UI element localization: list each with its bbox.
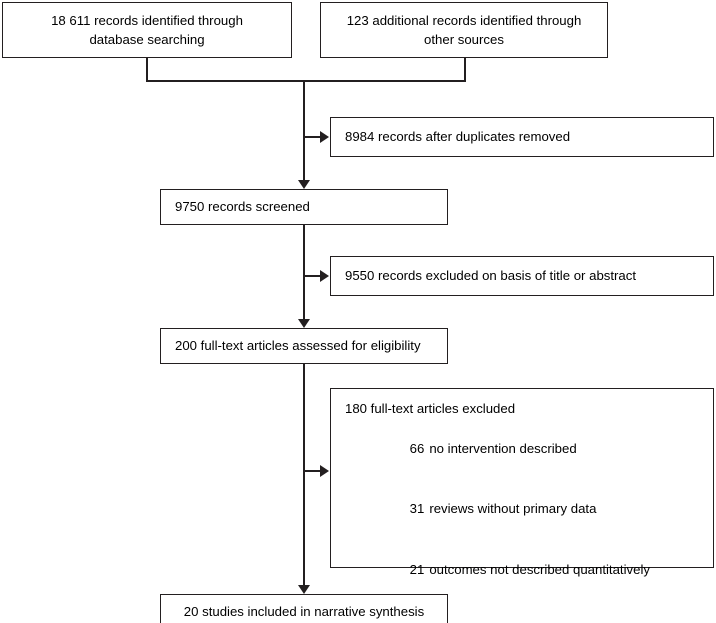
node-records-screened-label: 9750 records screened <box>175 199 310 215</box>
node-records-excluded-label: 9550 records excluded on basis of title … <box>345 268 637 284</box>
reason-count: 31 <box>409 501 425 517</box>
connector-trunk-3 <box>303 364 305 586</box>
connector-branch-excluded <box>303 275 323 277</box>
connector-branch-fulltext-excluded <box>303 470 323 472</box>
connector-branch-duplicates <box>303 136 323 138</box>
connector-database-stem <box>146 58 148 80</box>
reason-count: 21 <box>409 561 425 577</box>
arrow-to-records-excluded <box>320 270 329 282</box>
connector-trunk-2 <box>303 225 305 320</box>
node-records-excluded: 9550 records excluded on basis of title … <box>330 256 714 296</box>
arrow-to-studies-included <box>298 585 310 594</box>
connector-trunk-1 <box>303 80 305 181</box>
reason-count: 66 <box>409 441 425 457</box>
node-fulltext-excluded-lead: 180 full-text articles excluded <box>345 401 516 416</box>
reason-text: no intervention described <box>429 441 577 457</box>
arrow-to-records-screened <box>298 180 310 189</box>
reason-text: outcomes not described quantitatively <box>429 561 650 577</box>
connector-merge-horizontal <box>146 80 466 82</box>
node-studies-included-label: 20 studies included in narrative synthes… <box>183 604 425 620</box>
node-fulltext-assessed-label: 200 full-text articles assessed for elig… <box>175 338 421 354</box>
node-database-records-label: 18 611 records identified through databa… <box>51 12 243 47</box>
node-duplicates-removed: 8984 records after duplicates removed <box>330 117 714 157</box>
arrow-to-duplicates-removed <box>320 131 329 143</box>
connector-other-stem <box>464 58 466 80</box>
reason-text: reviews without primary data <box>429 501 597 517</box>
node-other-records: 123 additional records identified throug… <box>320 2 608 58</box>
node-duplicates-removed-label: 8984 records after duplicates removed <box>345 129 571 145</box>
node-other-records-label: 123 additional records identified throug… <box>346 12 582 47</box>
node-studies-included: 20 studies included in narrative synthes… <box>160 594 448 623</box>
reason-text: population not primarily adult sex worke… <box>424 622 672 623</box>
arrow-to-fulltext-assessed <box>298 319 310 328</box>
arrow-to-fulltext-excluded <box>320 465 329 477</box>
node-fulltext-assessed: 200 full-text articles assessed for elig… <box>160 328 448 364</box>
node-records-screened: 9750 records screened <box>160 189 448 225</box>
node-database-records: 18 611 records identified through databa… <box>2 2 292 58</box>
